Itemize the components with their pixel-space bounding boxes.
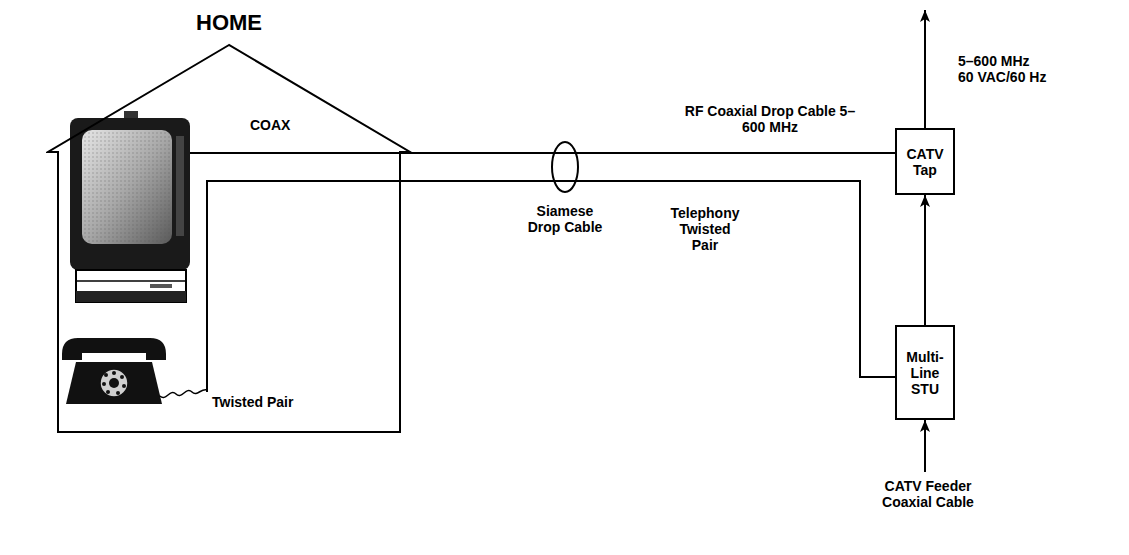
stu-box: Multi-Line STU: [895, 325, 955, 420]
cable-label: CATV Feeder Coaxial Cable: [878, 478, 978, 510]
feeder-arrow: [924, 420, 926, 472]
box-text-stack: Multi-Line STU: [901, 349, 949, 397]
upstream-arrow: [924, 10, 926, 128]
signal-arrow: [924, 195, 926, 325]
box-label: CATV Tap: [901, 146, 949, 178]
telephone-icon: [62, 338, 207, 404]
television-icon: [70, 111, 190, 302]
cable-label: Twisted Pair: [212, 394, 293, 410]
cable-label: Siamese Drop Cable: [523, 203, 608, 235]
house-outline: HOME: [46, 8, 412, 434]
signal-label: 5–600 MHz 60 VAC/60 Hz: [958, 53, 1049, 85]
tap-box: CATV Tap: [895, 128, 955, 195]
box-label: Multi-Line STU: [901, 349, 949, 397]
coax-cable: [190, 152, 895, 154]
house-heading: HOME: [46, 10, 412, 36]
house-outline-shape: [46, 8, 412, 434]
cable-label: COAX: [250, 117, 290, 133]
twisted-pair-cable: [207, 181, 895, 392]
cable-label: Telephony Twisted Pair: [667, 205, 743, 253]
siamese-bundle-ring: [552, 142, 578, 192]
box-text-stack: CATV Tap: [901, 146, 949, 178]
cable-label: RF Coaxial Drop Cable 5–600 MHz: [683, 103, 858, 135]
